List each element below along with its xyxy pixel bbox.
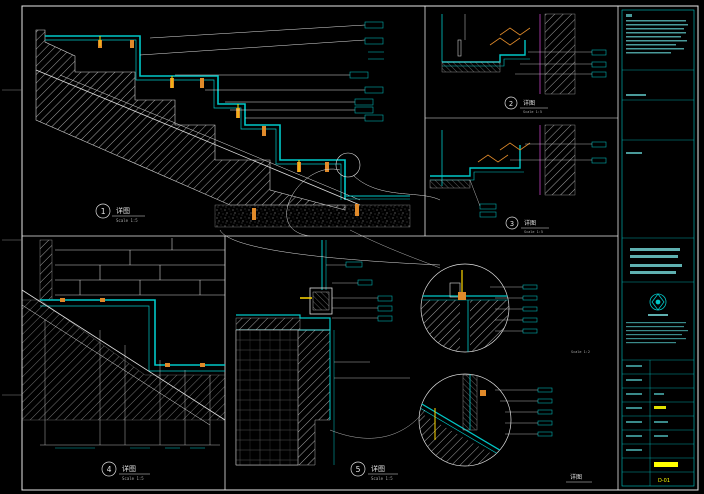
detail-1-scale: Scale 1:5 — [116, 218, 138, 223]
title-block-highlight — [654, 462, 678, 467]
detail-5-railing-section: 5 详图 Scale 1:5 — [235, 240, 410, 481]
detail-2-number-circle — [504, 96, 518, 110]
detail-5-title: 详图 — [371, 464, 385, 473]
company-logo — [649, 293, 667, 311]
leader-curve-1 — [219, 229, 441, 266]
detail-1-title: 详图 — [116, 206, 130, 215]
detail-1-number-circle — [95, 203, 111, 219]
detail-2-scale: Scale 1:5 — [523, 110, 542, 114]
drawing-number: D-01 — [658, 478, 670, 484]
detail-3-number: 3 — [510, 220, 514, 228]
enlarged-top-scale: Scale 1:2 — [571, 350, 590, 354]
enlarged-detail-top-circle: Scale 1:2 — [420, 263, 590, 354]
detail-1-number: 1 — [101, 207, 106, 216]
detail-4-number-circle — [101, 461, 117, 477]
title-block: D-01 — [621, 9, 695, 487]
detail-4-scale: Scale 1:5 — [122, 476, 144, 481]
detail-5-number-circle — [350, 461, 366, 477]
enlarged-detail-bottom-circle: 详图 — [418, 373, 592, 483]
detail-4-title: 详图 — [122, 464, 136, 473]
detail-5-number: 5 — [356, 465, 361, 474]
detail-3-title: 详图 — [524, 219, 536, 227]
detail-1-stair-section: 1 详图 Scale 1:5 — [35, 21, 441, 237]
detail-2-tread-edge: 2 详图 Scale 1:5 — [441, 13, 607, 114]
leader-curve-3 — [329, 409, 426, 439]
leader-curve-2 — [349, 229, 441, 269]
detail-3-scale: Scale 1:5 — [524, 230, 543, 234]
detail-5-scale: Scale 1:5 — [371, 476, 393, 481]
detail-4-number: 4 — [107, 465, 112, 474]
detail-2-title: 详图 — [523, 99, 535, 107]
sheet-frame — [2, 5, 699, 491]
detail-4-stair-corner: 4 详图 Scale 1:5 — [21, 238, 226, 481]
enlarged-bottom-title: 详图 — [570, 473, 582, 481]
detail-2-number: 2 — [509, 100, 513, 108]
detail-3-landing-edge: 3 详图 Scale 1:5 — [429, 124, 607, 234]
detail-3-number-circle — [505, 216, 519, 230]
